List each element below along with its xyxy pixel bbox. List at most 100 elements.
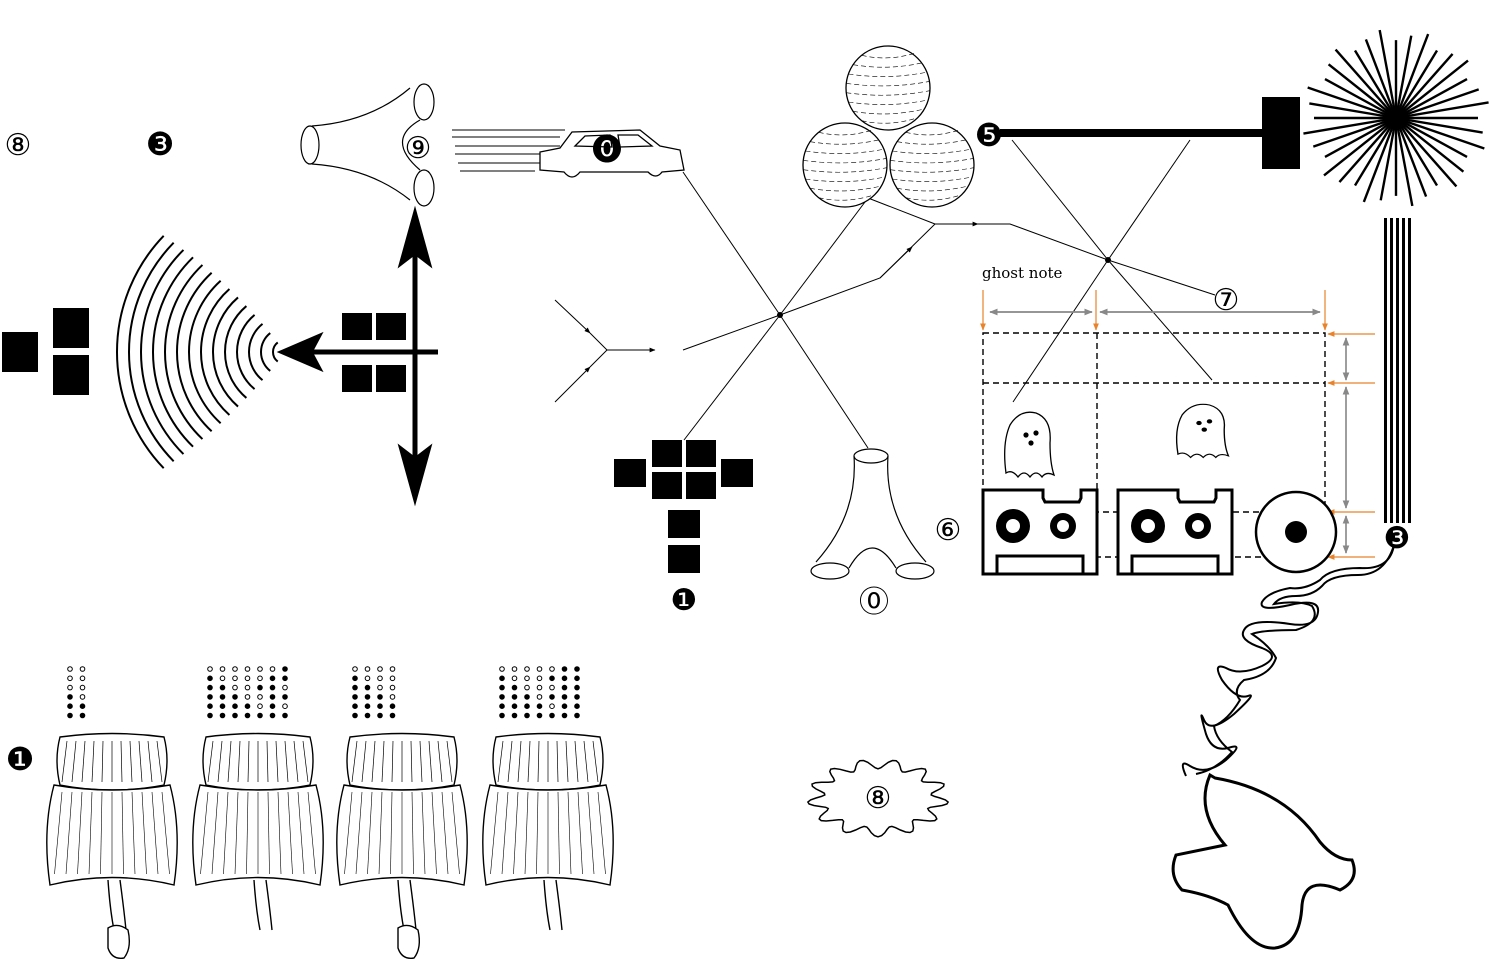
starburst-ray bbox=[1307, 86, 1397, 120]
starburst-ray bbox=[1394, 117, 1428, 197]
sound-wave-arc bbox=[260, 332, 271, 372]
matrix-dot bbox=[536, 684, 543, 691]
matrix-dot bbox=[377, 703, 383, 710]
sound-wave-arc bbox=[224, 305, 248, 399]
vertical-stripes bbox=[1384, 218, 1411, 523]
matrix-dot bbox=[377, 675, 383, 682]
matrix-dot bbox=[364, 694, 371, 700]
matrix-dot bbox=[499, 712, 505, 719]
junction-dot bbox=[1105, 257, 1111, 263]
marker-circled-0: ⓪ bbox=[859, 585, 889, 620]
block-icon-group-left bbox=[2, 308, 89, 395]
matrix-dot bbox=[232, 712, 238, 719]
matrix-dot bbox=[524, 666, 530, 672]
skirt-figure-icon bbox=[482, 732, 614, 931]
starburst-ray bbox=[1353, 49, 1398, 119]
matrix-dot bbox=[364, 712, 371, 719]
starburst-ray bbox=[1395, 116, 1468, 159]
matrix-dot bbox=[364, 684, 371, 691]
balloon-stripe bbox=[805, 148, 885, 154]
matrix-dot bbox=[549, 684, 555, 691]
balloon-stripe bbox=[853, 109, 923, 115]
matrix-dot bbox=[499, 675, 505, 682]
matrix-dot bbox=[207, 694, 213, 700]
balloon-sphere bbox=[889, 122, 975, 208]
starburst-ray bbox=[1394, 117, 1439, 187]
matrix-dot bbox=[364, 675, 371, 682]
matrix-dot bbox=[549, 675, 555, 682]
matrix-dot bbox=[244, 684, 251, 691]
matrix-dot bbox=[549, 703, 555, 710]
matrix-dot bbox=[389, 675, 396, 682]
matrix-dot bbox=[79, 703, 86, 710]
sound-wave-arc bbox=[248, 323, 264, 381]
starburst-ray bbox=[1353, 117, 1398, 187]
matrix-dot bbox=[364, 666, 371, 672]
sound-wave-arc bbox=[164, 264, 204, 440]
starburst-ray bbox=[1395, 101, 1489, 120]
matrix-dot bbox=[511, 694, 518, 700]
matrix-dot bbox=[257, 684, 263, 691]
matrix-dot bbox=[536, 712, 543, 719]
sound-wave-arc bbox=[200, 288, 231, 416]
y-tube-icon bbox=[300, 83, 435, 207]
matrix-dot bbox=[389, 684, 396, 691]
balloon-stripe bbox=[892, 176, 972, 182]
matrix-dot bbox=[574, 703, 580, 710]
marker-circled-9: ⑨ bbox=[405, 131, 432, 166]
matrix-dot bbox=[352, 703, 358, 710]
balloon-stripe bbox=[897, 139, 967, 145]
sound-wave-arc bbox=[188, 280, 222, 424]
matrix-dot bbox=[244, 694, 251, 700]
matrix-dot bbox=[499, 684, 505, 691]
matrix-dot bbox=[79, 684, 86, 691]
balloon-stripe bbox=[818, 195, 872, 201]
skirt-figure-group bbox=[46, 732, 614, 959]
matrix-dot bbox=[219, 694, 226, 700]
matrix-dot bbox=[352, 694, 358, 700]
matrix-dot bbox=[561, 684, 568, 691]
marker-negative-3-right: ❸ bbox=[1384, 521, 1411, 556]
starburst-ray bbox=[1395, 117, 1465, 173]
starburst-ray bbox=[1334, 48, 1397, 119]
block-icon-group-middle bbox=[342, 313, 406, 392]
speaker-icon bbox=[1254, 490, 1338, 574]
ghost-icon bbox=[1175, 403, 1230, 459]
matrix-dot bbox=[219, 684, 226, 691]
matrix-dot bbox=[79, 712, 86, 719]
marker-negative-1-left: ❶ bbox=[6, 740, 35, 778]
matrix-dot bbox=[561, 703, 568, 710]
sound-wave-arc bbox=[128, 242, 175, 462]
sound-wave-arc bbox=[236, 314, 256, 390]
matrix-dot bbox=[67, 712, 73, 719]
matrix-dot bbox=[257, 675, 263, 682]
cassette-icon bbox=[981, 488, 1099, 576]
squiggle-icon bbox=[1181, 544, 1395, 777]
matrix-dot bbox=[561, 712, 568, 719]
balloon-stripe bbox=[848, 71, 928, 77]
starburst-ray bbox=[1338, 117, 1397, 183]
starburst-ray bbox=[1323, 117, 1397, 177]
matrix-dot bbox=[207, 703, 213, 710]
matrix-dot bbox=[219, 712, 226, 719]
matrix-dot bbox=[511, 684, 518, 691]
balloon-stripe bbox=[848, 99, 928, 105]
matrix-dot bbox=[352, 666, 358, 672]
block-cross-icon bbox=[614, 440, 753, 573]
matrix-dot bbox=[232, 675, 238, 682]
balloon-stripe bbox=[905, 130, 959, 136]
matrix-dot bbox=[67, 666, 73, 672]
matrix-dot bbox=[389, 666, 396, 672]
matrix-dot bbox=[79, 694, 86, 700]
sound-wave-arc bbox=[176, 272, 213, 432]
matrix-dot bbox=[377, 666, 383, 672]
matrix-dot bbox=[524, 675, 530, 682]
balloon-stripe bbox=[861, 118, 915, 124]
hand-icon bbox=[1171, 772, 1356, 950]
sound-wave-arc bbox=[140, 249, 185, 455]
matrix-dot bbox=[499, 666, 505, 672]
balloon-stripe bbox=[890, 167, 974, 173]
starburst-ray bbox=[1327, 63, 1397, 119]
matrix-dot bbox=[524, 684, 530, 691]
